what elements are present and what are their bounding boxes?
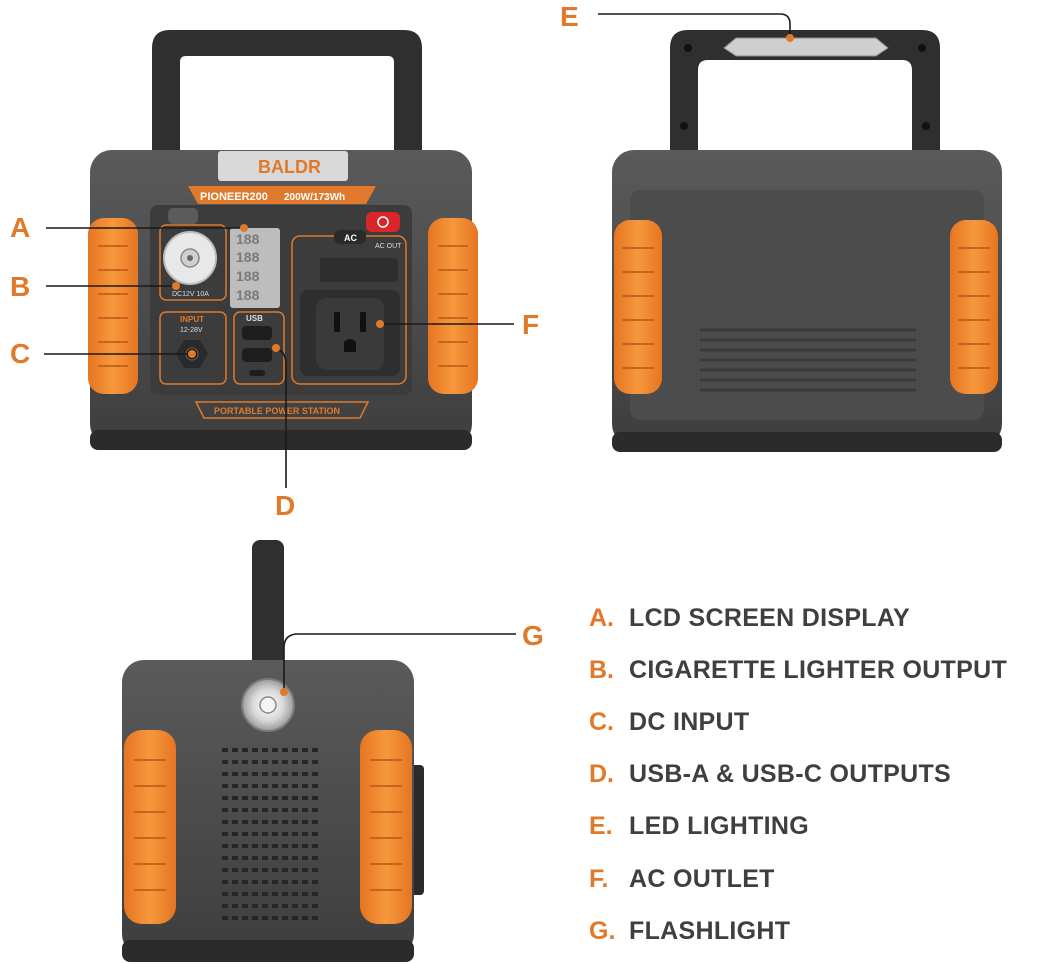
brand-model: PIONEER200 <box>200 191 268 203</box>
callout-a: A <box>10 212 31 243</box>
leader-lines <box>44 13 791 692</box>
ac-button <box>334 230 366 244</box>
feature-legend: A.LCD SCREEN DISPLAY B.CIGARETTE LIGHTER… <box>589 592 1007 957</box>
back-bumper-right <box>950 220 998 394</box>
lcd-digits-3: 188 <box>236 268 260 284</box>
callout-b: B <box>10 271 31 302</box>
dc-output-label: DC12V 10A <box>172 291 209 298</box>
lcd-digits-2: 188 <box>236 249 260 265</box>
usb-a-port-2 <box>242 348 272 362</box>
usb-a-port-1 <box>242 326 272 340</box>
legend-item: F.AC OUTLET <box>589 864 775 893</box>
legend-item: E.LED LIGHTING <box>589 812 809 841</box>
front-view: BALDR PIONEER200 200W/173Wh DC12V 10A 18… <box>88 30 478 450</box>
usb-label: USB <box>246 314 263 323</box>
back-bumper-left <box>614 220 662 394</box>
lcd-digits-1: 188 <box>236 231 260 247</box>
led-light-strip <box>723 37 889 57</box>
input-range-label: 12-28V <box>180 327 203 334</box>
brand-tagline: PORTABLE POWER STATION <box>214 406 340 416</box>
callout-c: C <box>10 338 31 369</box>
front-bumper-left <box>88 218 138 394</box>
legend-item: A.LCD SCREEN DISPLAY <box>589 603 910 632</box>
usb-c-port <box>249 370 265 376</box>
callout-f: F <box>522 309 540 340</box>
side-bumper-left <box>124 730 176 924</box>
ac-out-label: AC OUT <box>375 243 402 250</box>
legend-item: C.DC INPUT <box>589 707 750 736</box>
lcd-screen <box>230 228 280 308</box>
front-handle <box>152 30 422 150</box>
front-bumper-right <box>428 218 478 394</box>
callout-e: E <box>560 1 579 32</box>
brand-rating: 200W/173Wh <box>284 192 345 203</box>
side-handle <box>252 540 284 670</box>
legend-item: B.CIGARETTE LIGHTER OUTPUT <box>589 655 1008 684</box>
brand-logo: BALDR <box>258 157 321 177</box>
lcd-digits-4: 188 <box>236 287 260 303</box>
legend-item: D.USB-A & USB-C OUTPUTS <box>589 760 952 789</box>
legend-item: G.FLASHLIGHT <box>589 916 791 945</box>
leader-e <box>598 13 791 38</box>
input-label: INPUT <box>180 315 204 324</box>
leader-dots <box>172 34 794 696</box>
callout-g: G <box>522 620 544 651</box>
power-button <box>366 212 400 232</box>
light-button <box>168 208 198 224</box>
back-vent <box>700 328 916 392</box>
ac-button-label: AC <box>344 233 357 243</box>
side-bumper-right <box>360 730 412 924</box>
callout-d: D <box>275 490 296 521</box>
back-view <box>612 30 1002 452</box>
side-view <box>122 540 424 962</box>
leader-g <box>283 633 516 692</box>
